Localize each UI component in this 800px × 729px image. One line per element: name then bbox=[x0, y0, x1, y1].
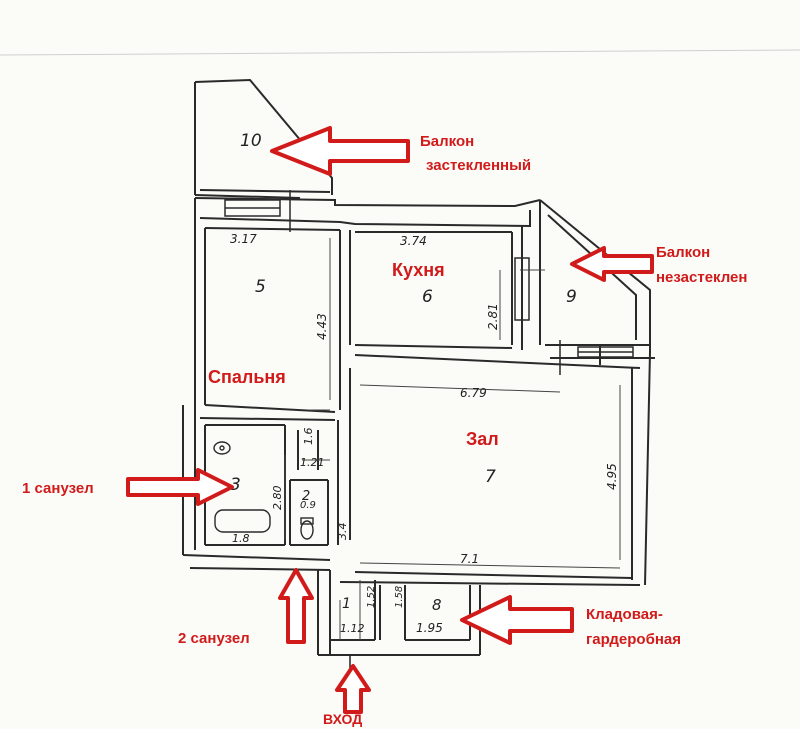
room-number-9: 9 bbox=[566, 287, 577, 307]
walls bbox=[182, 78, 655, 656]
dim-1-95: 1.95 bbox=[416, 621, 443, 635]
room-number-7: 7 bbox=[485, 467, 496, 487]
label-entrance: ВХОД bbox=[323, 711, 362, 727]
dim-1-12: 1.12 bbox=[340, 622, 365, 635]
annotation-arrows bbox=[126, 126, 654, 714]
arrow-left-icon bbox=[460, 595, 574, 645]
arrow-left-icon bbox=[270, 126, 410, 176]
dim-1-8: 1.8 bbox=[232, 532, 250, 545]
label-balcony-open-2: незастеклен bbox=[656, 269, 747, 286]
dim-2-81: 2.81 bbox=[486, 303, 500, 330]
label-balcony-glazed-2: застекленный bbox=[426, 157, 531, 174]
label-balcony-open-1: Балкон bbox=[656, 244, 710, 261]
label-balcony-glazed-1: Балкон bbox=[420, 133, 474, 150]
windows bbox=[224, 190, 634, 375]
dim-1-58: 1.58 bbox=[394, 586, 405, 608]
fixtures bbox=[213, 441, 314, 540]
label-bathroom-2: 2 санузел bbox=[178, 630, 250, 647]
room-name-bedroom: Спальня bbox=[208, 367, 286, 387]
room-number-6: 6 bbox=[422, 287, 433, 307]
dim-3-4: 3.4 bbox=[336, 523, 349, 541]
label-storage-1: Кладовая- bbox=[586, 606, 663, 623]
arrow-right-icon bbox=[126, 468, 234, 506]
room-number-2: 2 bbox=[302, 489, 310, 504]
room-number-10: 10 bbox=[240, 131, 262, 151]
sink-icon bbox=[213, 441, 231, 455]
dim-2-80: 2.80 bbox=[271, 486, 284, 511]
dim-0-9: 0.9 bbox=[300, 500, 316, 511]
room-number-3: 3 bbox=[230, 475, 241, 495]
arrow-left-icon bbox=[570, 246, 654, 282]
dim-4-43: 4.43 bbox=[315, 313, 329, 340]
dim-1-21: 1.21 bbox=[300, 456, 325, 469]
room-name-hall: Зал bbox=[466, 429, 499, 449]
arrow-up-icon bbox=[335, 664, 371, 714]
dim-7-1: 7.1 bbox=[460, 552, 479, 566]
room-number-1: 1 bbox=[342, 596, 351, 612]
dim-3-17: 3.17 bbox=[230, 232, 257, 246]
arrow-up-icon bbox=[278, 568, 314, 644]
dim-4-95: 4.95 bbox=[605, 463, 619, 490]
label-storage-2: гардеробная bbox=[586, 631, 681, 648]
dim-3-74: 3.74 bbox=[400, 234, 427, 248]
toilet-icon bbox=[300, 520, 314, 540]
bathtub bbox=[214, 509, 271, 533]
dim-6-79: 6.79 bbox=[460, 386, 487, 400]
room-number-5: 5 bbox=[255, 277, 266, 297]
label-bathroom-1: 1 санузел bbox=[22, 480, 94, 497]
dimension-lines bbox=[284, 238, 621, 640]
dim-1-52: 1.52 bbox=[366, 586, 377, 608]
dim-1-6: 1.6 bbox=[302, 428, 315, 446]
room-name-kitchen: Кухня bbox=[392, 260, 445, 280]
room-number-8: 8 bbox=[432, 596, 442, 614]
